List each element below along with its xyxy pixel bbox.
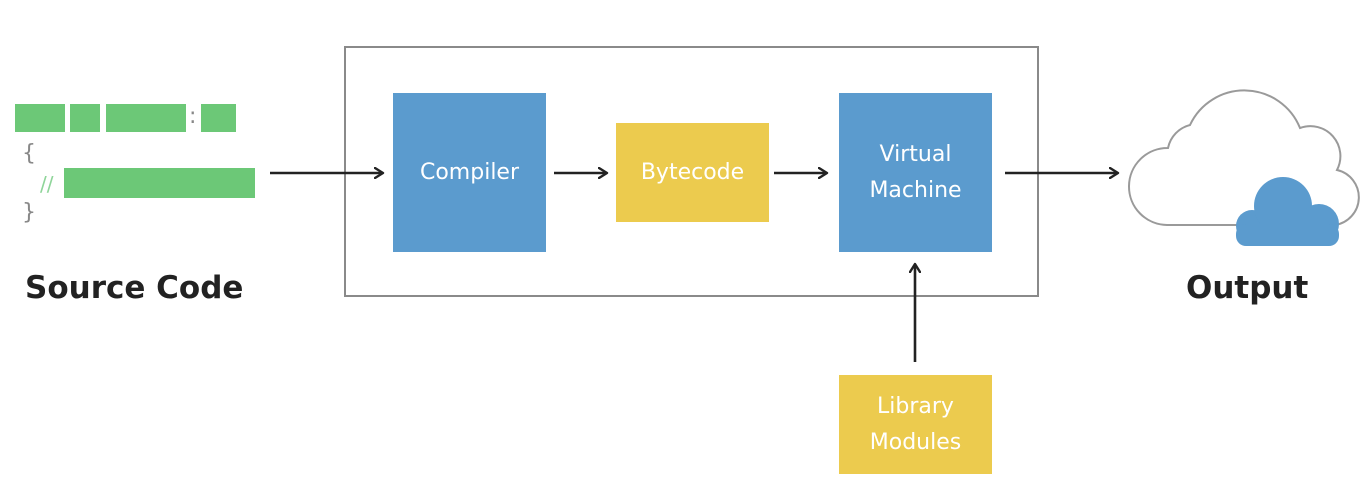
bytecode-box: Bytecode	[616, 123, 769, 222]
code-open-brace: {	[22, 141, 36, 166]
bytecode-label: Bytecode	[640, 159, 745, 185]
runtime-frame	[344, 46, 1039, 297]
virtual-machine-box: Virtual Machine	[839, 93, 992, 252]
code-token-2	[70, 104, 100, 132]
virtual-machine-label: Virtual Machine	[869, 141, 962, 203]
library-modules-label: Library Modules	[869, 393, 962, 455]
code-colon: :	[189, 104, 197, 129]
compiler-box: Compiler	[393, 93, 546, 252]
source-code-label: Source Code	[25, 270, 244, 306]
code-token-1	[15, 104, 65, 132]
output-blue-cloud-icon	[1236, 177, 1339, 246]
code-token-4	[201, 104, 236, 132]
compiler-label: Compiler	[419, 159, 520, 185]
code-comment-line	[64, 168, 255, 198]
output-label: Output	[1186, 270, 1309, 306]
code-close-brace: }	[22, 200, 36, 225]
code-token-3	[106, 104, 186, 132]
library-modules-box: Library Modules	[839, 375, 992, 474]
code-comment-slashes: //	[40, 172, 54, 196]
